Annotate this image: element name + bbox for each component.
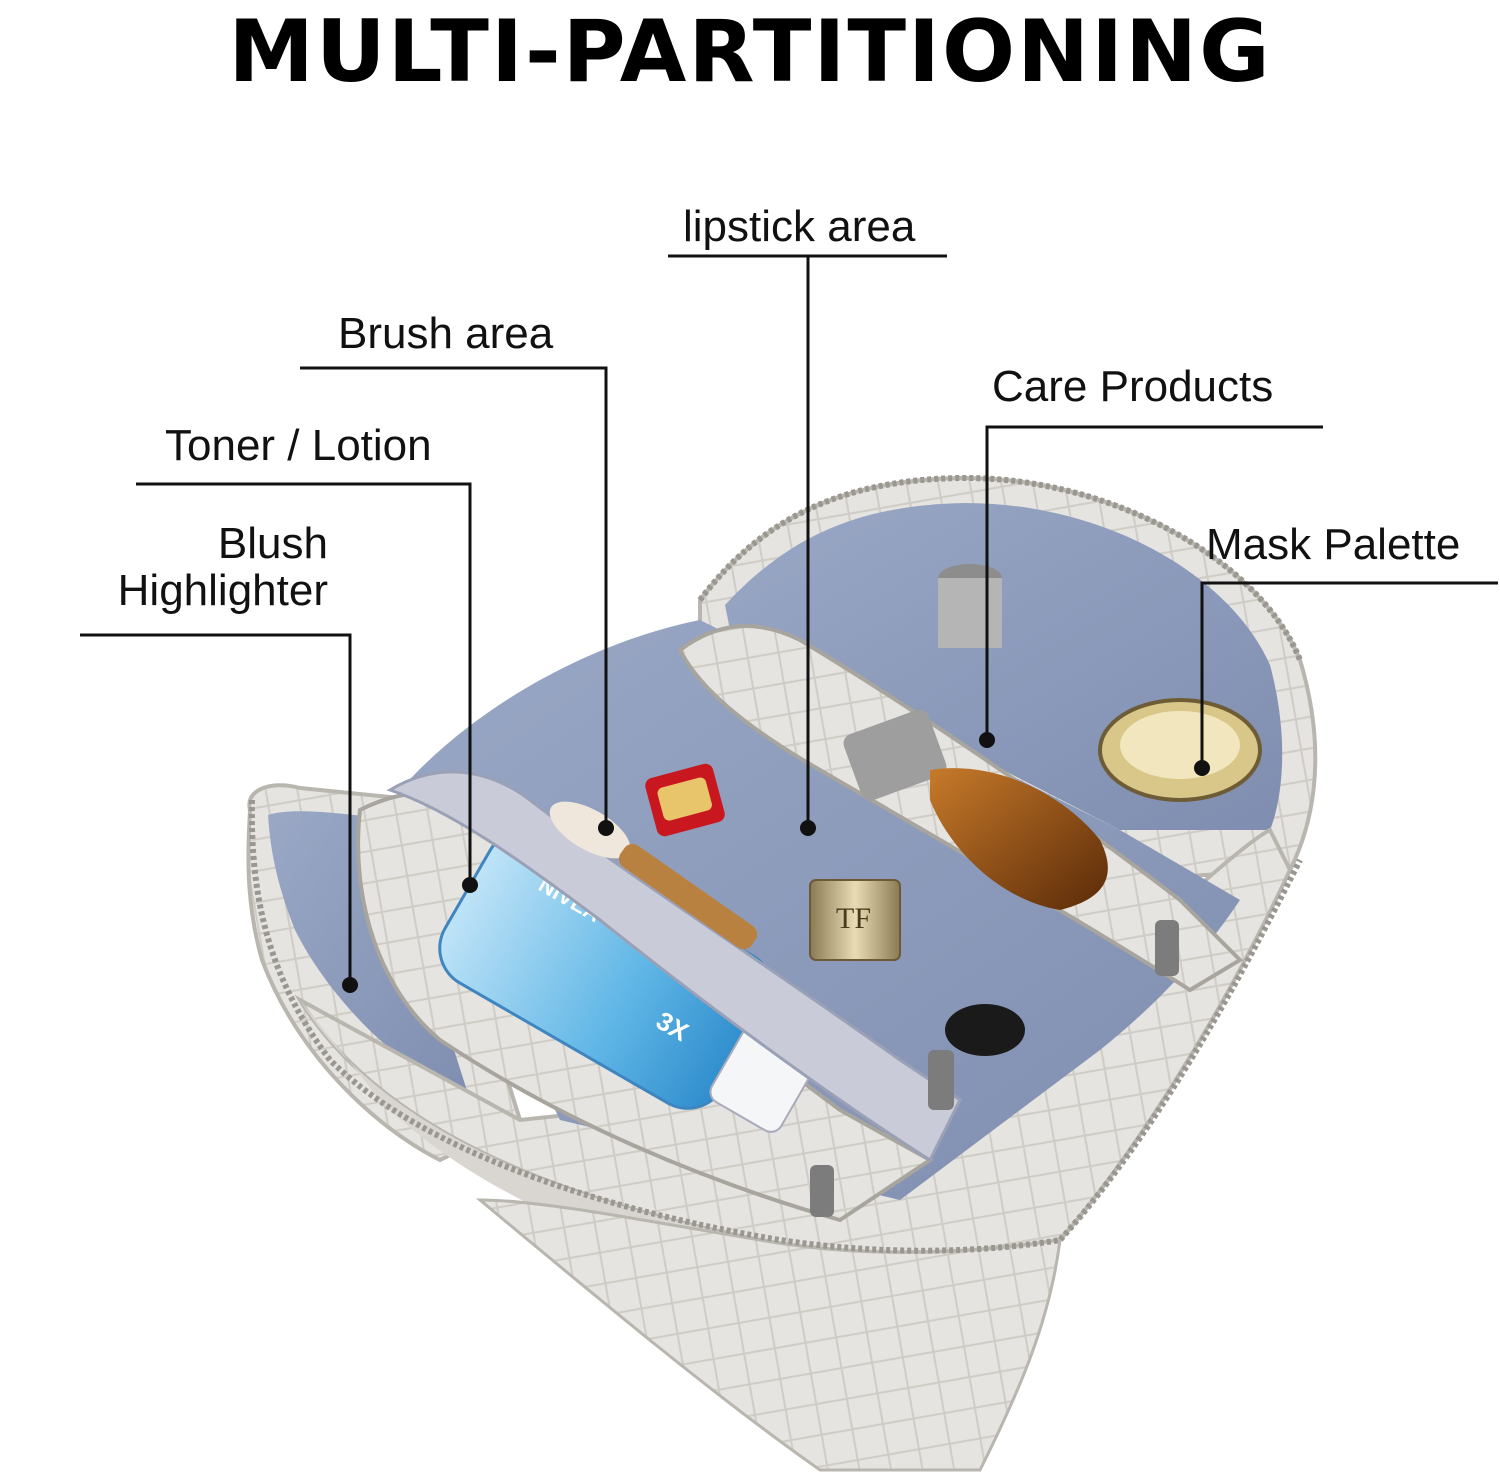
zipper-pull-3 (810, 1165, 834, 1217)
callout-brush-area: Brush area (338, 309, 554, 358)
leader-toner (136, 482, 472, 885)
leader-dots (342, 732, 1210, 993)
lipstick-red (645, 763, 725, 837)
leader-mask (1200, 581, 1498, 768)
main-zipper (248, 799, 1303, 1254)
lipstick-gold: TF (809, 879, 901, 961)
callout-care-products: Care Products (992, 362, 1274, 411)
front-lid-lining (268, 811, 470, 1100)
mask-palette-jar (1098, 698, 1262, 802)
page-title: MULTI-PARTITIONING (228, 2, 1272, 102)
callout-lipstick-area: lipstick area (683, 202, 916, 251)
leader-brush (300, 366, 608, 828)
lid-zipper (697, 474, 1303, 662)
makeup-brush (549, 801, 758, 950)
zipper-pull-2 (1155, 920, 1179, 976)
leader-lines (80, 254, 1498, 985)
divider-pouch-2 (386, 770, 962, 1163)
care-product-bottle (843, 709, 1108, 910)
leader-blush (80, 633, 352, 985)
callout-blush: Blush (217, 519, 328, 568)
cap-mark-text: TF (836, 902, 871, 935)
callout-toner-lotion: Toner / Lotion (165, 421, 432, 470)
zipper-pull-1 (928, 1050, 954, 1110)
silver-vial (938, 564, 1002, 648)
callout-mask-palette: Mask Palette (1206, 520, 1461, 569)
leader-care (985, 425, 1323, 740)
black-jar (945, 1004, 1025, 1056)
callout-highlighter: Highlighter (117, 566, 328, 615)
